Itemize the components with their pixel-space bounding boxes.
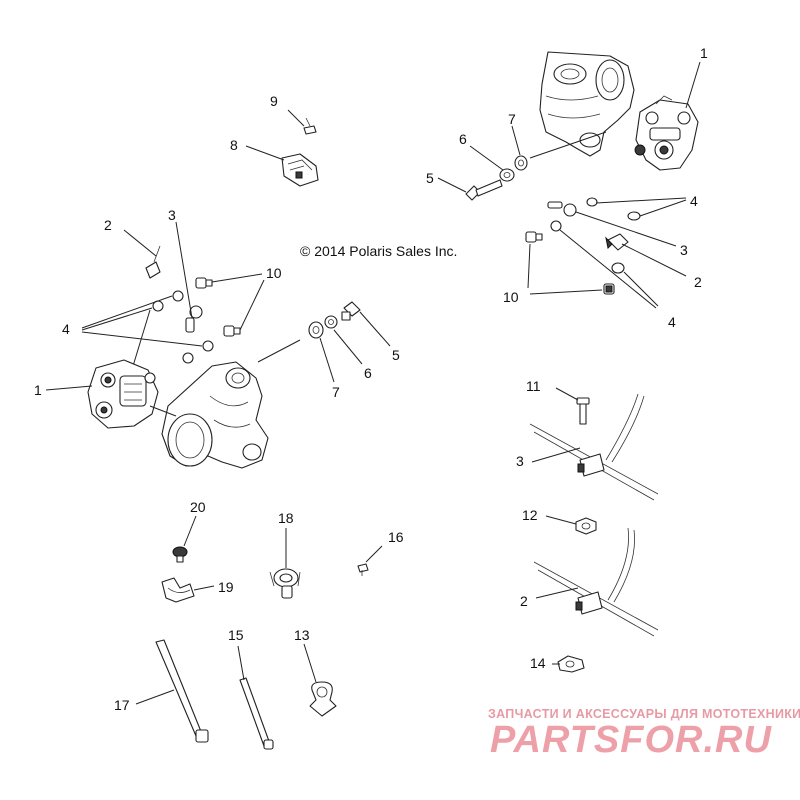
watermark-logo: PARTSFOR.RU [490, 719, 772, 761]
left-bleeder-3 [185, 305, 203, 333]
callout-16: 16 [388, 529, 404, 545]
callout-6-right: 6 [459, 131, 467, 147]
right-brake-caliper [634, 95, 699, 171]
brake-line-3 [529, 393, 659, 501]
screw-16 [357, 563, 369, 576]
callout-7-right: 7 [508, 111, 516, 127]
callout-9: 9 [270, 93, 278, 109]
callout-6-middle: 6 [364, 365, 372, 381]
screw-9 [303, 117, 317, 135]
callout-1-right: 1 [700, 45, 708, 61]
left-brake-caliper [87, 359, 159, 429]
left-washer-4c [202, 340, 214, 352]
callout-3-left: 3 [168, 207, 176, 223]
callout-14: 14 [530, 655, 546, 671]
nut-12 [575, 517, 597, 535]
left-washer-7 [308, 321, 324, 339]
right-washer-6 [499, 168, 515, 182]
callout-2-line: 2 [520, 593, 528, 609]
callout-1-left: 1 [34, 382, 42, 398]
callout-7-middle: 7 [332, 384, 340, 400]
callout-4-left: 4 [62, 321, 70, 337]
callout-2-right: 2 [694, 274, 702, 290]
left-washer-6 [324, 315, 338, 329]
callout-2-left: 2 [104, 217, 112, 233]
callout-11: 11 [526, 378, 541, 394]
callout-5-middle: 5 [392, 347, 400, 363]
watermark-tagline: ЗАПЧАСТИ И АКСЕССУАРЫ ДЛЯ МОТОТЕХНИКИ [488, 707, 800, 721]
nut-14 [557, 655, 585, 673]
callout-3-line: 3 [516, 453, 524, 469]
callout-12: 12 [522, 507, 538, 523]
callout-4-right-top: 4 [690, 193, 698, 209]
right-washer-4c [550, 220, 562, 232]
right-washer-4a [586, 197, 598, 207]
cable-tie-15 [239, 677, 274, 750]
screw-20 [172, 546, 188, 563]
callout-20: 20 [190, 499, 206, 515]
bracket-8 [281, 153, 319, 187]
copyright-notice: © 2014 Polaris Sales Inc. [300, 243, 457, 259]
right-pin-2 [605, 233, 629, 251]
callout-10-right: 10 [503, 289, 519, 305]
right-washer-7 [514, 155, 528, 171]
left-washer-4d [182, 352, 194, 364]
callout-19: 19 [218, 579, 234, 595]
callout-17: 17 [114, 697, 130, 713]
push-clip-13 [309, 681, 337, 717]
right-bolt-10a [525, 231, 543, 243]
left-washer-4a [172, 290, 184, 302]
right-knuckle [539, 51, 635, 157]
callout-18: 18 [278, 510, 294, 526]
cable-tie-17 [155, 639, 209, 743]
callout-15: 15 [228, 627, 244, 643]
callout-8: 8 [230, 137, 238, 153]
callout-10-left: 10 [266, 265, 282, 281]
left-knuckle [161, 361, 269, 469]
clip-19 [161, 577, 195, 603]
callout-4-right-bottom: 4 [668, 314, 676, 330]
left-bolt-10a [195, 277, 213, 289]
clamp-18 [269, 568, 301, 599]
callout-13: 13 [294, 627, 310, 643]
right-bolt-5 [465, 179, 503, 201]
left-bolt-5 [341, 301, 361, 321]
callout-3-right: 3 [680, 242, 688, 258]
left-bolt-10b [223, 325, 241, 337]
right-washer-4b [627, 211, 641, 221]
callout-5-right: 5 [426, 170, 434, 186]
right-bolt-10b [603, 283, 615, 295]
brake-line-2 [533, 527, 659, 637]
right-bleeder-3 [547, 201, 577, 217]
left-pin-2 [145, 245, 161, 279]
bolt-11 [576, 397, 590, 425]
right-washer-4d [611, 262, 625, 274]
